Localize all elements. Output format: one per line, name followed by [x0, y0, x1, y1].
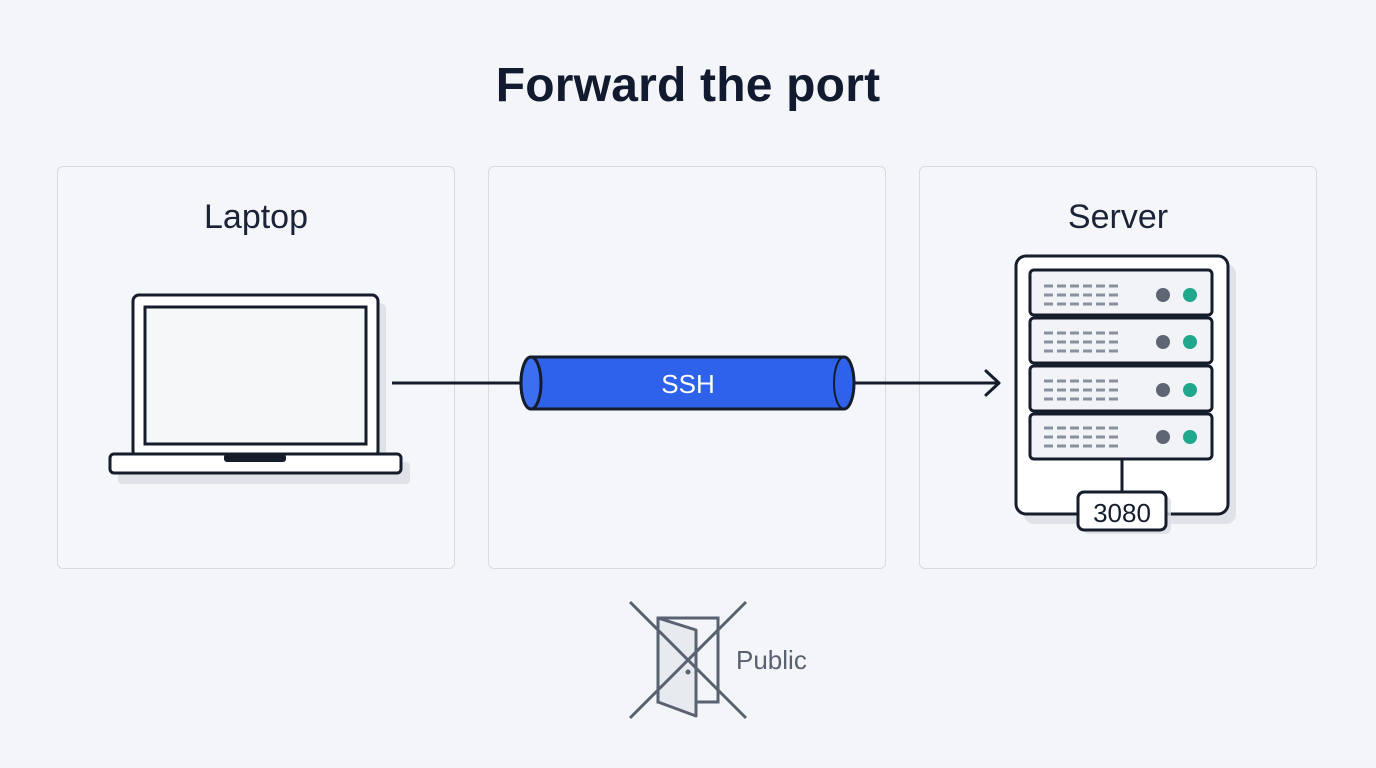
- status-led-green: [1183, 430, 1197, 444]
- ssh-tunnel: SSH: [519, 355, 856, 411]
- door-panel: [656, 616, 698, 718]
- ssh-label: SSH: [661, 369, 714, 399]
- status-led-gray: [1156, 430, 1170, 444]
- server-unit: [1028, 268, 1214, 317]
- server-rack-icon: 3080: [1014, 254, 1236, 534]
- server-label: Server: [1067, 198, 1169, 236]
- port-badge: [1076, 490, 1168, 532]
- public-label: Public: [736, 645, 807, 675]
- laptop-label: Laptop: [204, 198, 308, 236]
- laptop-trackpad-notch: [224, 454, 286, 462]
- port-number: 3080: [1093, 498, 1151, 528]
- status-led-green: [1183, 383, 1197, 397]
- cross-line-2: [628, 600, 748, 720]
- blocked-door-icon: Public: [628, 600, 807, 720]
- page-title: Forward the port: [495, 59, 881, 112]
- status-led-green: [1183, 335, 1197, 349]
- server-unit: [1028, 412, 1214, 461]
- door-knob: [685, 669, 691, 675]
- arrow-head-icon: [984, 369, 1001, 397]
- laptop-screen: [143, 305, 368, 446]
- server-unit: [1028, 316, 1214, 365]
- status-led-gray: [1156, 335, 1170, 349]
- status-led-green: [1183, 288, 1197, 302]
- laptop-icon: [108, 293, 410, 484]
- ssh-pipe-left-cap: [519, 355, 543, 411]
- ssh-pipe-right-seam: [833, 356, 845, 410]
- status-led-gray: [1156, 383, 1170, 397]
- status-led-gray: [1156, 288, 1170, 302]
- server-unit: [1028, 364, 1214, 413]
